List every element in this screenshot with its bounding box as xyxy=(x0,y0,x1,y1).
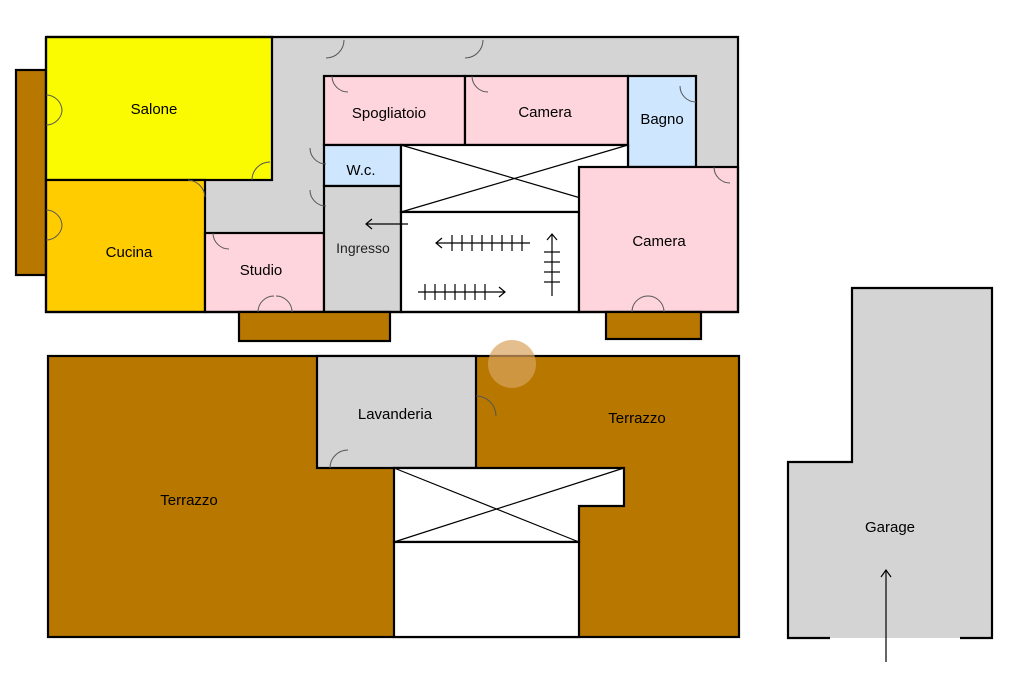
room-camera-top xyxy=(463,74,630,147)
entry-arrow xyxy=(365,218,408,230)
door-swings-terrace xyxy=(329,395,497,469)
watermark-dot xyxy=(488,340,536,388)
stair-void-lower-cross-b xyxy=(393,467,625,543)
door-swings-main xyxy=(45,39,731,313)
label-camera-top: Camera xyxy=(518,104,572,121)
stair-void-cross-b xyxy=(400,144,629,213)
stair-arrow-vertical xyxy=(544,233,560,296)
room-salone xyxy=(44,35,274,182)
label-lavanderia: Lavanderia xyxy=(358,406,433,423)
label-salone: Salone xyxy=(131,101,178,118)
garage-walls xyxy=(786,286,994,640)
room-bagno xyxy=(626,74,698,169)
label-garage: Garage xyxy=(865,519,915,536)
label-ingresso: Ingresso xyxy=(336,240,390,256)
outer-wall-main xyxy=(44,35,740,314)
stair-arrow-upper xyxy=(435,235,530,251)
label-spogliatoio: Spogliatoio xyxy=(352,105,426,122)
corridor-top xyxy=(272,37,738,77)
room-cucina xyxy=(44,178,207,314)
label-camera-right: Camera xyxy=(632,233,686,250)
room-ingresso xyxy=(322,184,403,314)
label-bagno: Bagno xyxy=(640,111,683,128)
room-wc xyxy=(322,143,403,188)
label-terrazzo-right: Terrazzo xyxy=(608,410,666,427)
balcony-studio xyxy=(237,310,392,343)
label-cucina: Cucina xyxy=(106,244,153,261)
garage-entry-arrow xyxy=(880,568,892,662)
side-balcony xyxy=(14,68,48,277)
balcony-camera xyxy=(604,310,703,341)
stair-arrow-lower xyxy=(418,284,506,300)
room-garage xyxy=(788,288,992,638)
label-terrazzo-left: Terrazzo xyxy=(160,492,218,509)
label-wc: W.c. xyxy=(346,162,375,179)
stair-void-lower-cross-a xyxy=(393,467,580,543)
corridor-right xyxy=(696,37,738,167)
stair-lower-white xyxy=(392,540,581,639)
label-studio: Studio xyxy=(240,262,283,279)
